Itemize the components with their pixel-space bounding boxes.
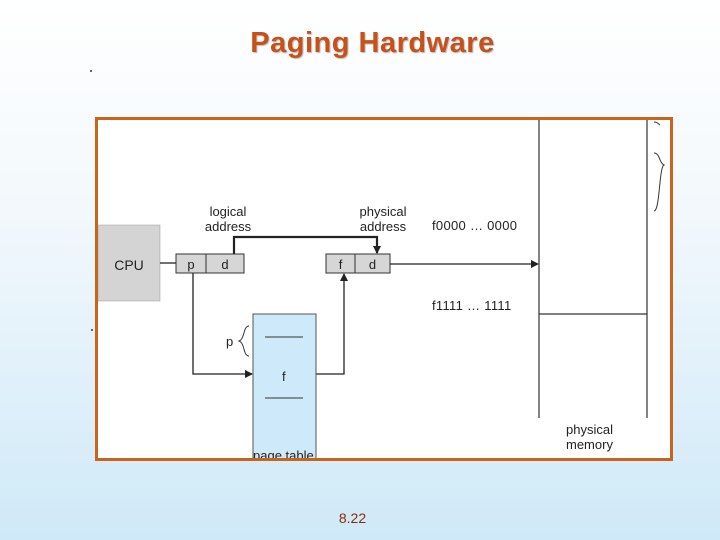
logical-field-p: p [187,257,195,272]
frame-number-arrow [303,273,348,375]
slide-number: 8.22 [338,510,367,526]
page-table [252,313,317,458]
page-number-arrow [192,273,253,378]
physical-field-f: f [338,257,343,272]
page-index-brace [237,325,250,357]
physical-address-label: physical address [348,204,418,234]
physical-field-d: d [368,257,377,272]
slide-title: Paging Hardware [250,27,495,59]
physical-address-text: physical address [359,204,407,234]
decorative-dot [90,70,92,72]
diagram-graphics [98,120,666,458]
logical-address-label: logical address [193,204,263,234]
page-table-entry-label: f [282,369,286,384]
cpu-label: CPU [114,257,144,273]
memory-brace-top [653,121,661,126]
decorative-dot [91,329,93,331]
cpu-box [98,224,161,302]
physical-memory-text: physical memory [566,422,613,452]
page-table-label: page table [253,448,314,461]
memory-start-address: f0000 … 0000 [432,218,518,233]
paging-hardware-diagram: CPU logical address physical address p d… [95,117,673,461]
logical-field-d: d [221,257,229,272]
offset-copy-arrow [232,235,381,254]
logical-address-text: logical address [204,204,252,234]
physical-memory-label: physical memory [566,422,613,452]
memory-end-address: f1111 … 1111 [432,298,512,313]
page-table-index-label: p [226,334,234,349]
memory-brace [653,152,666,212]
